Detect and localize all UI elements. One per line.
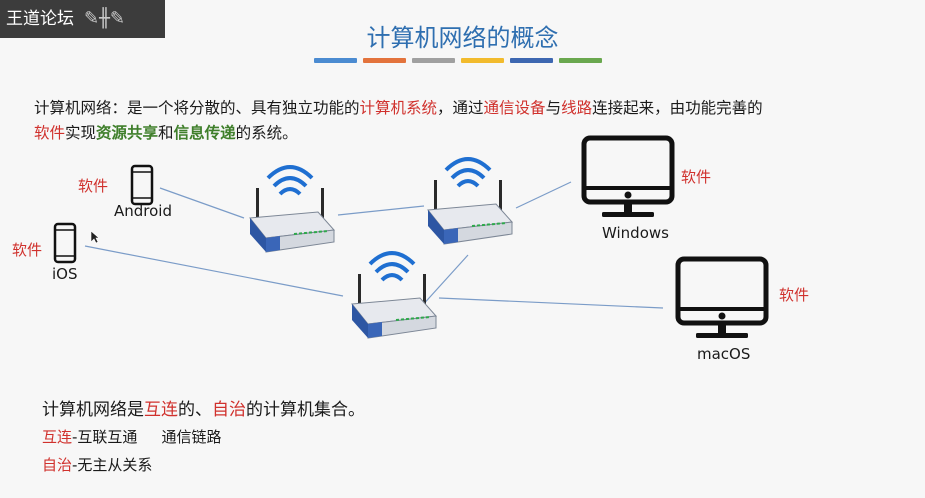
def-highlight-resource-sharing: 资源共享 — [96, 124, 159, 142]
title-color-bars — [314, 58, 602, 63]
router-2 — [426, 157, 514, 246]
def-text: 计算机网络：是一个将分散的、具有独立功能的 — [34, 99, 360, 117]
macos-label: macOS — [697, 345, 751, 363]
def-text: ，通过 — [437, 99, 484, 117]
interconnect-desc: -互联互通 — [72, 428, 138, 446]
color-bar — [461, 58, 504, 63]
collection-definition: 计算机网络是互连的、自治的计算机集合。 — [42, 395, 365, 420]
ios-phone-icon — [53, 222, 77, 264]
def-highlight-computer-system: 计算机系统 — [359, 99, 438, 117]
windows-label: Windows — [602, 224, 669, 242]
definition-paragraph: 计算机网络：是一个将分散的、具有独立功能的计算机系统，通过通信设备与线路连接起来… — [34, 96, 904, 146]
windows-computer-icon — [584, 138, 672, 217]
link-router2-router3 — [419, 254, 469, 309]
software-label-windows: 软件 — [681, 168, 712, 186]
color-bar — [363, 58, 406, 63]
link-ios-router3 — [84, 245, 344, 297]
def-highlight-info-transfer: 信息传递 — [173, 124, 236, 142]
autonomous-note: 自治-无主从关系 — [42, 454, 152, 475]
color-bar — [559, 58, 602, 63]
android-phone-icon — [130, 164, 154, 206]
link-router1-router2 — [337, 205, 425, 216]
text: 的、 — [178, 400, 212, 420]
watermark-text: 王道论坛 — [6, 9, 74, 29]
interconnect-note: 互连-互联互通 通信链路 — [42, 426, 221, 447]
def-text: 实现 — [65, 124, 97, 142]
color-bar — [510, 58, 553, 63]
text: 的计算机集合。 — [246, 400, 365, 420]
software-label-android: 软件 — [78, 177, 109, 195]
color-bar — [412, 58, 455, 63]
link-router3-macos — [438, 297, 664, 309]
software-label-ios: 软件 — [12, 241, 43, 259]
def-highlight-line: 线路 — [561, 99, 593, 117]
color-bar — [314, 58, 357, 63]
def-text: 与 — [545, 99, 562, 117]
mouse-cursor-icon — [90, 230, 100, 244]
brush-logo: ✎╫✎ — [84, 8, 126, 29]
def-highlight-software: 软件 — [34, 124, 66, 142]
link-router2-windows — [515, 181, 572, 209]
macos-computer-icon — [678, 259, 766, 338]
interconnect-label: 互连 — [42, 428, 73, 446]
link-android-router1 — [159, 187, 245, 219]
def-text: 连接起来，由功能完善的 — [592, 99, 763, 117]
highlight-interconnect: 互连 — [144, 400, 178, 420]
comm-link-text: 通信链路 — [161, 428, 222, 446]
forum-watermark: 王道论坛 ✎╫✎ — [0, 0, 165, 38]
ios-label: iOS — [52, 265, 78, 283]
def-text: 的系统。 — [235, 124, 298, 142]
page-title: 计算机网络的概念 — [366, 24, 559, 52]
def-text: 和 — [158, 124, 174, 142]
android-label: Android — [114, 202, 172, 220]
text: 计算机网络是 — [42, 400, 144, 420]
autonomous-desc: -无主从关系 — [72, 456, 153, 474]
def-highlight-comm-device: 通信设备 — [483, 99, 546, 117]
router-1 — [248, 165, 336, 254]
software-label-macos: 软件 — [779, 286, 810, 304]
autonomous-label: 自治 — [42, 456, 73, 474]
highlight-autonomous: 自治 — [212, 400, 246, 420]
router-3 — [350, 251, 438, 340]
